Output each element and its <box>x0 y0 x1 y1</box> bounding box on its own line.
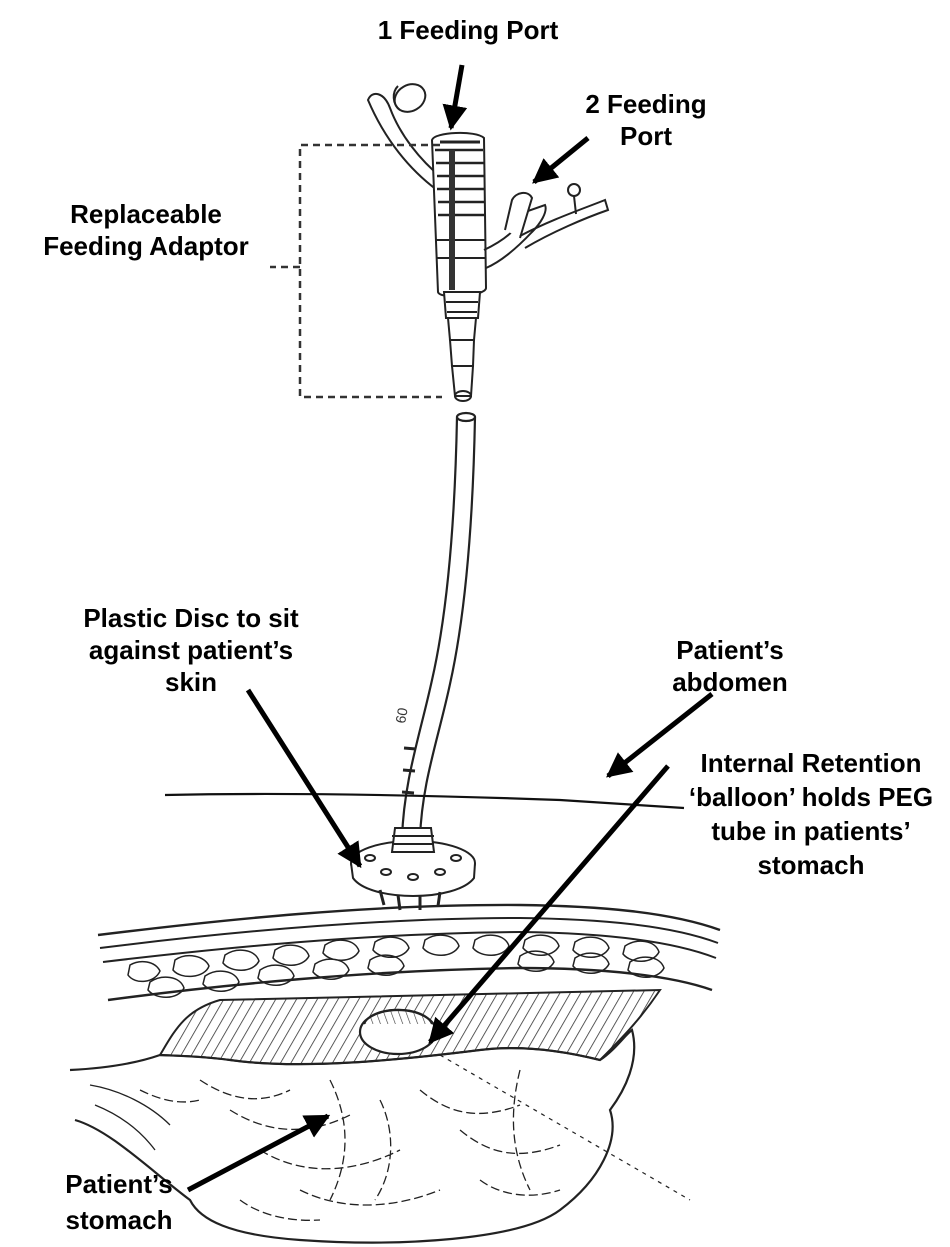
arrow-feeding-port-1 <box>451 65 462 128</box>
arrow-stomach <box>188 1116 328 1190</box>
svg-text:60: 60 <box>392 706 410 724</box>
adaptor-bracket <box>270 145 442 397</box>
label-stomach: Patient’s stomach <box>44 1166 194 1238</box>
label-abdomen: Patient’s abdomen <box>640 634 820 698</box>
feeding-adaptor-drawing <box>368 79 608 401</box>
label-retention-balloon: Internal Retention ‘balloon’ holds PEG t… <box>680 746 942 882</box>
label-feeding-port-2: 2 Feeding Port <box>576 88 716 152</box>
label-replaceable-adaptor: Replaceable Feeding Adaptor <box>26 198 266 262</box>
peg-tube: 60 <box>392 413 475 838</box>
label-feeding-port-1: 1 Feeding Port <box>368 14 568 46</box>
arrow-plastic-disc <box>248 690 360 866</box>
label-plastic-disc: Plastic Disc to sit against patient’s sk… <box>56 602 326 698</box>
plastic-disc-drawing <box>351 828 475 910</box>
